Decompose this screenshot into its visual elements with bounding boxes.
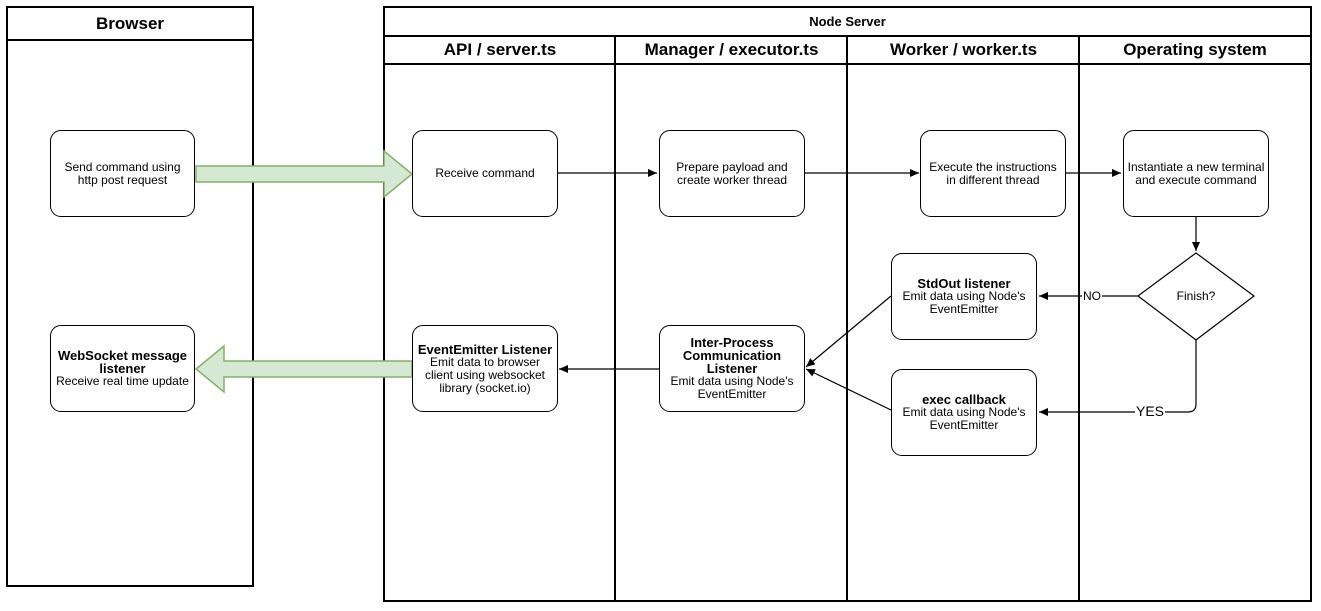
edge-stdout-to-ipc [805,295,892,368]
column-header-os: Operating system [1080,37,1310,65]
node-exec-callback: exec callback Emit data using Node's Eve… [891,369,1037,456]
edge-finish-yes-to-exec [1039,340,1197,416]
edge-exec-to-ipc [805,368,892,411]
node-instantiate-text: Instantiate a new terminal and execute c… [1127,159,1265,187]
node-websocket-listener: WebSocket message listener Receive real … [50,325,195,412]
column-divider [1078,36,1080,602]
node-exec-callback-text: Emit data using Node's EventEmitter [902,405,1026,432]
node-ws-title: WebSocket message listener [57,348,188,376]
column-header-api: API / server.ts [385,37,615,65]
node-execute-text: Execute the instructions in different th… [929,159,1057,187]
node-ee-title: EventEmitter Listener [417,341,553,357]
big-arrow-browser-to-api [195,149,414,199]
column-header-manager: Manager / executor.ts [616,37,847,65]
column-divider [614,36,616,602]
finish-label: Finish? [1176,289,1216,303]
node-stdout-text: Emit data using Node's EventEmitter [902,289,1026,316]
edge-label-no: NO [1082,289,1102,303]
node-receive-command: Receive command [412,130,558,217]
node-instantiate: Instantiate a new terminal and execute c… [1123,130,1269,217]
node-stdout-title: StdOut listener [917,276,1011,291]
node-ee-text: Emit data to browser client using websoc… [424,354,546,395]
browser-lane: Browser [6,6,254,587]
node-exec-callback-title: exec callback [922,392,1006,407]
node-prepare-payload-text: Prepare payload and create worker thread [676,159,788,187]
node-prepare-payload: Prepare payload and create worker thread [659,130,805,217]
edge-label-yes: YES [1135,403,1166,419]
column-divider [846,36,848,602]
node-send-command: Send command using http post request [50,130,195,217]
browser-lane-title: Browser [8,8,252,41]
node-ipc-text: Emit data using Node's EventEmitter [670,374,794,401]
node-ws-text: Receive real time update [56,374,189,388]
node-receive-command-text: Receive command [435,166,535,180]
node-ipc-title: Inter-Process Communication Listener [682,335,782,376]
finish-diamond [1136,252,1256,341]
node-execute: Execute the instructions in different th… [920,130,1066,217]
node-send-command-text: Send command using http post request [64,159,181,187]
node-eventemitter-listener: EventEmitter Listener Emit data to brows… [412,325,558,412]
node-ipc-listener: Inter-Process Communication Listener Emi… [659,325,805,412]
column-header-worker: Worker / worker.ts [848,37,1079,65]
big-arrow-api-to-browser [194,344,413,394]
node-stdout-listener: StdOut listener Emit data using Node's E… [891,253,1037,340]
